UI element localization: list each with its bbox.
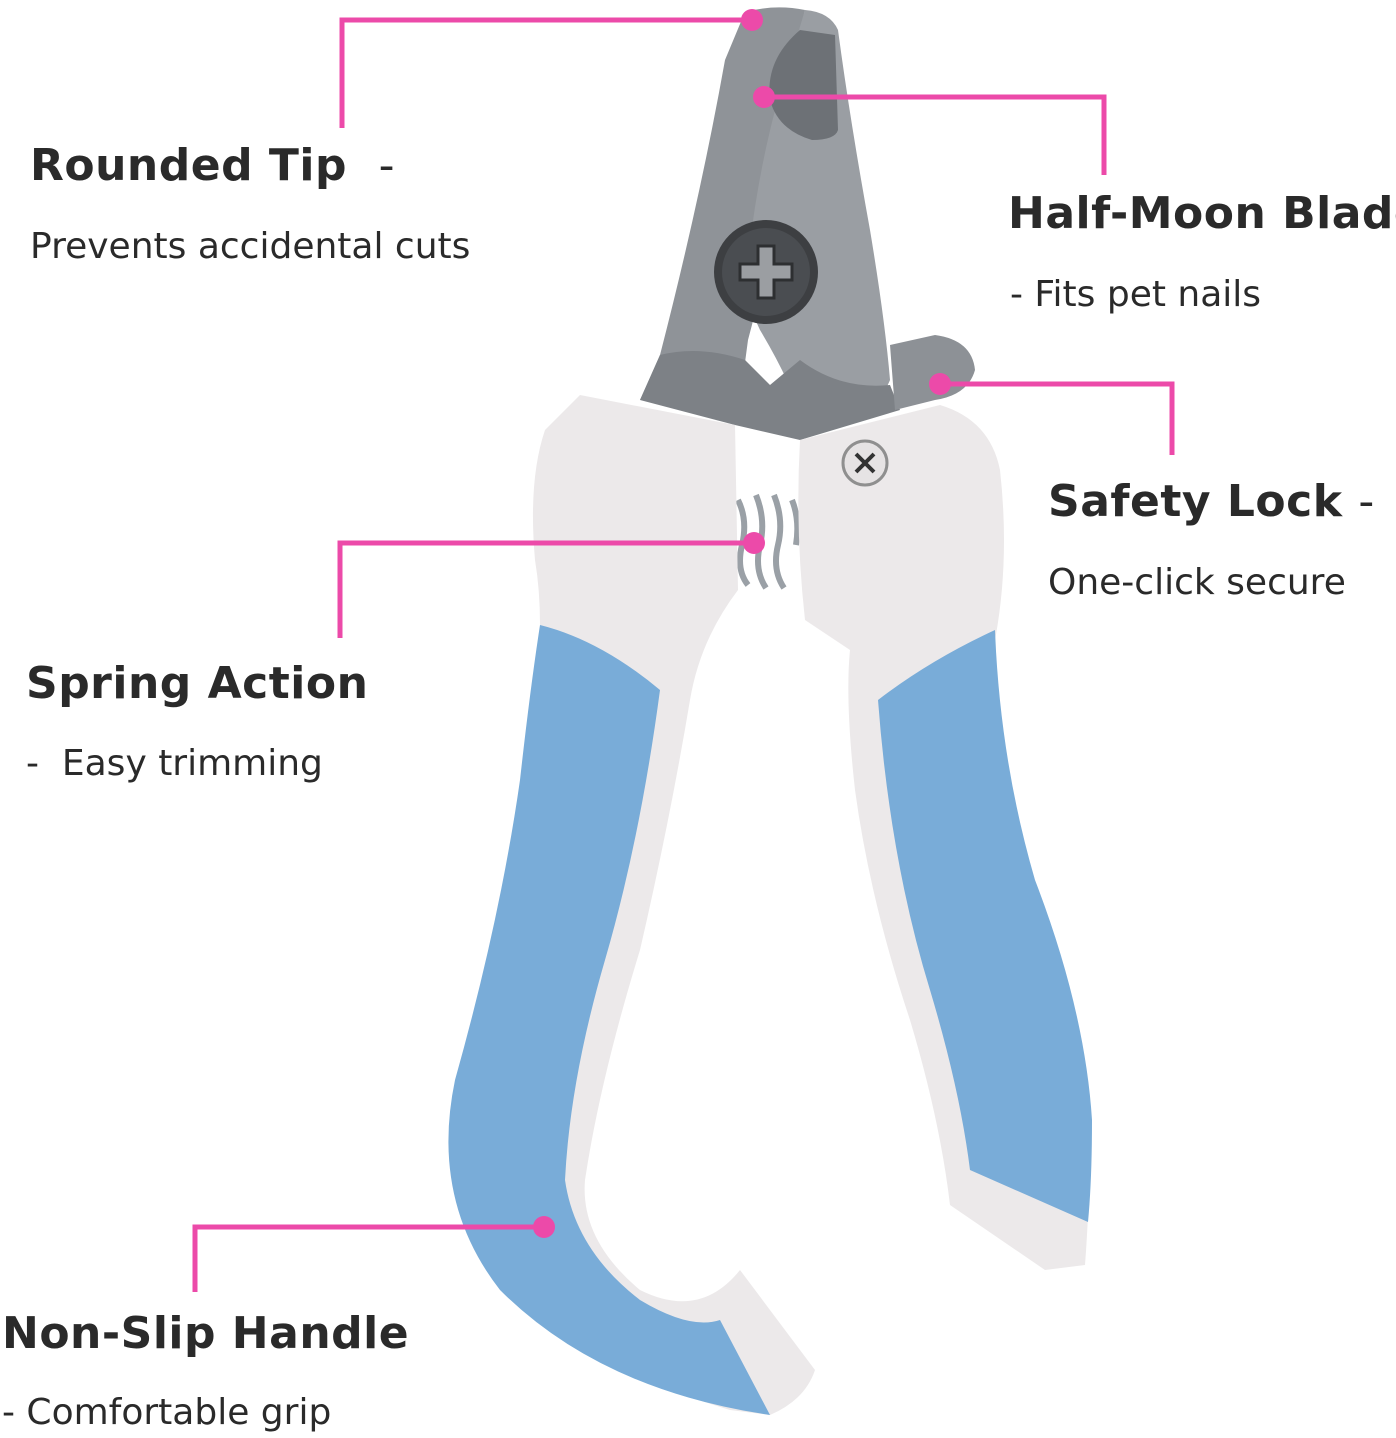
rounded-tip-title: Rounded Tip - [30,140,395,191]
leader-safety-lock [940,381,1175,455]
safety-lock-dash: - [1358,476,1375,527]
spring-action-desc: - Easy trimming [26,743,323,784]
leader-non-slip-handle [192,1224,544,1292]
dot-safety-lock [929,373,951,395]
handle-screw-cross-icon [854,452,876,474]
non-slip-handle-title: Non-Slip Handle [2,1308,410,1359]
leader-dots [533,9,951,1238]
right-handle-grip [878,630,1092,1222]
blade-base [640,351,900,440]
dot-half-moon-blade [753,86,775,108]
spring-action-title: Spring Action [26,658,369,709]
rounded-tip-title-text: Rounded Tip [30,140,348,191]
leader-half-moon-blade [764,94,1107,175]
leader-lines [192,17,1175,1292]
non-slip-handle-desc: - Comfortable grip [2,1392,332,1433]
half-moon-blade-desc: - Fits pet nails [1010,274,1262,315]
half-moon-blade-title: Half-Moon Blade [1008,188,1396,239]
safety-lock-title-text: Safety Lock [1048,476,1343,527]
dot-rounded-tip [741,9,763,31]
half-moon-cutout [769,30,838,140]
dot-spring-action [743,532,765,554]
pivot-screw-cross-icon [738,244,794,300]
safety-lock-title: Safety Lock - [1048,476,1375,527]
dot-non-slip-handle [533,1216,555,1238]
leader-rounded-tip [339,17,752,128]
leader-spring-action [337,540,752,638]
rounded-tip-dash: - [378,140,396,191]
safety-lock-desc: One-click secure [1048,562,1346,603]
rounded-tip-desc: Prevents accidental cuts [30,226,471,267]
safety-lock-lever [890,335,975,410]
left-handle-grip [448,625,770,1415]
